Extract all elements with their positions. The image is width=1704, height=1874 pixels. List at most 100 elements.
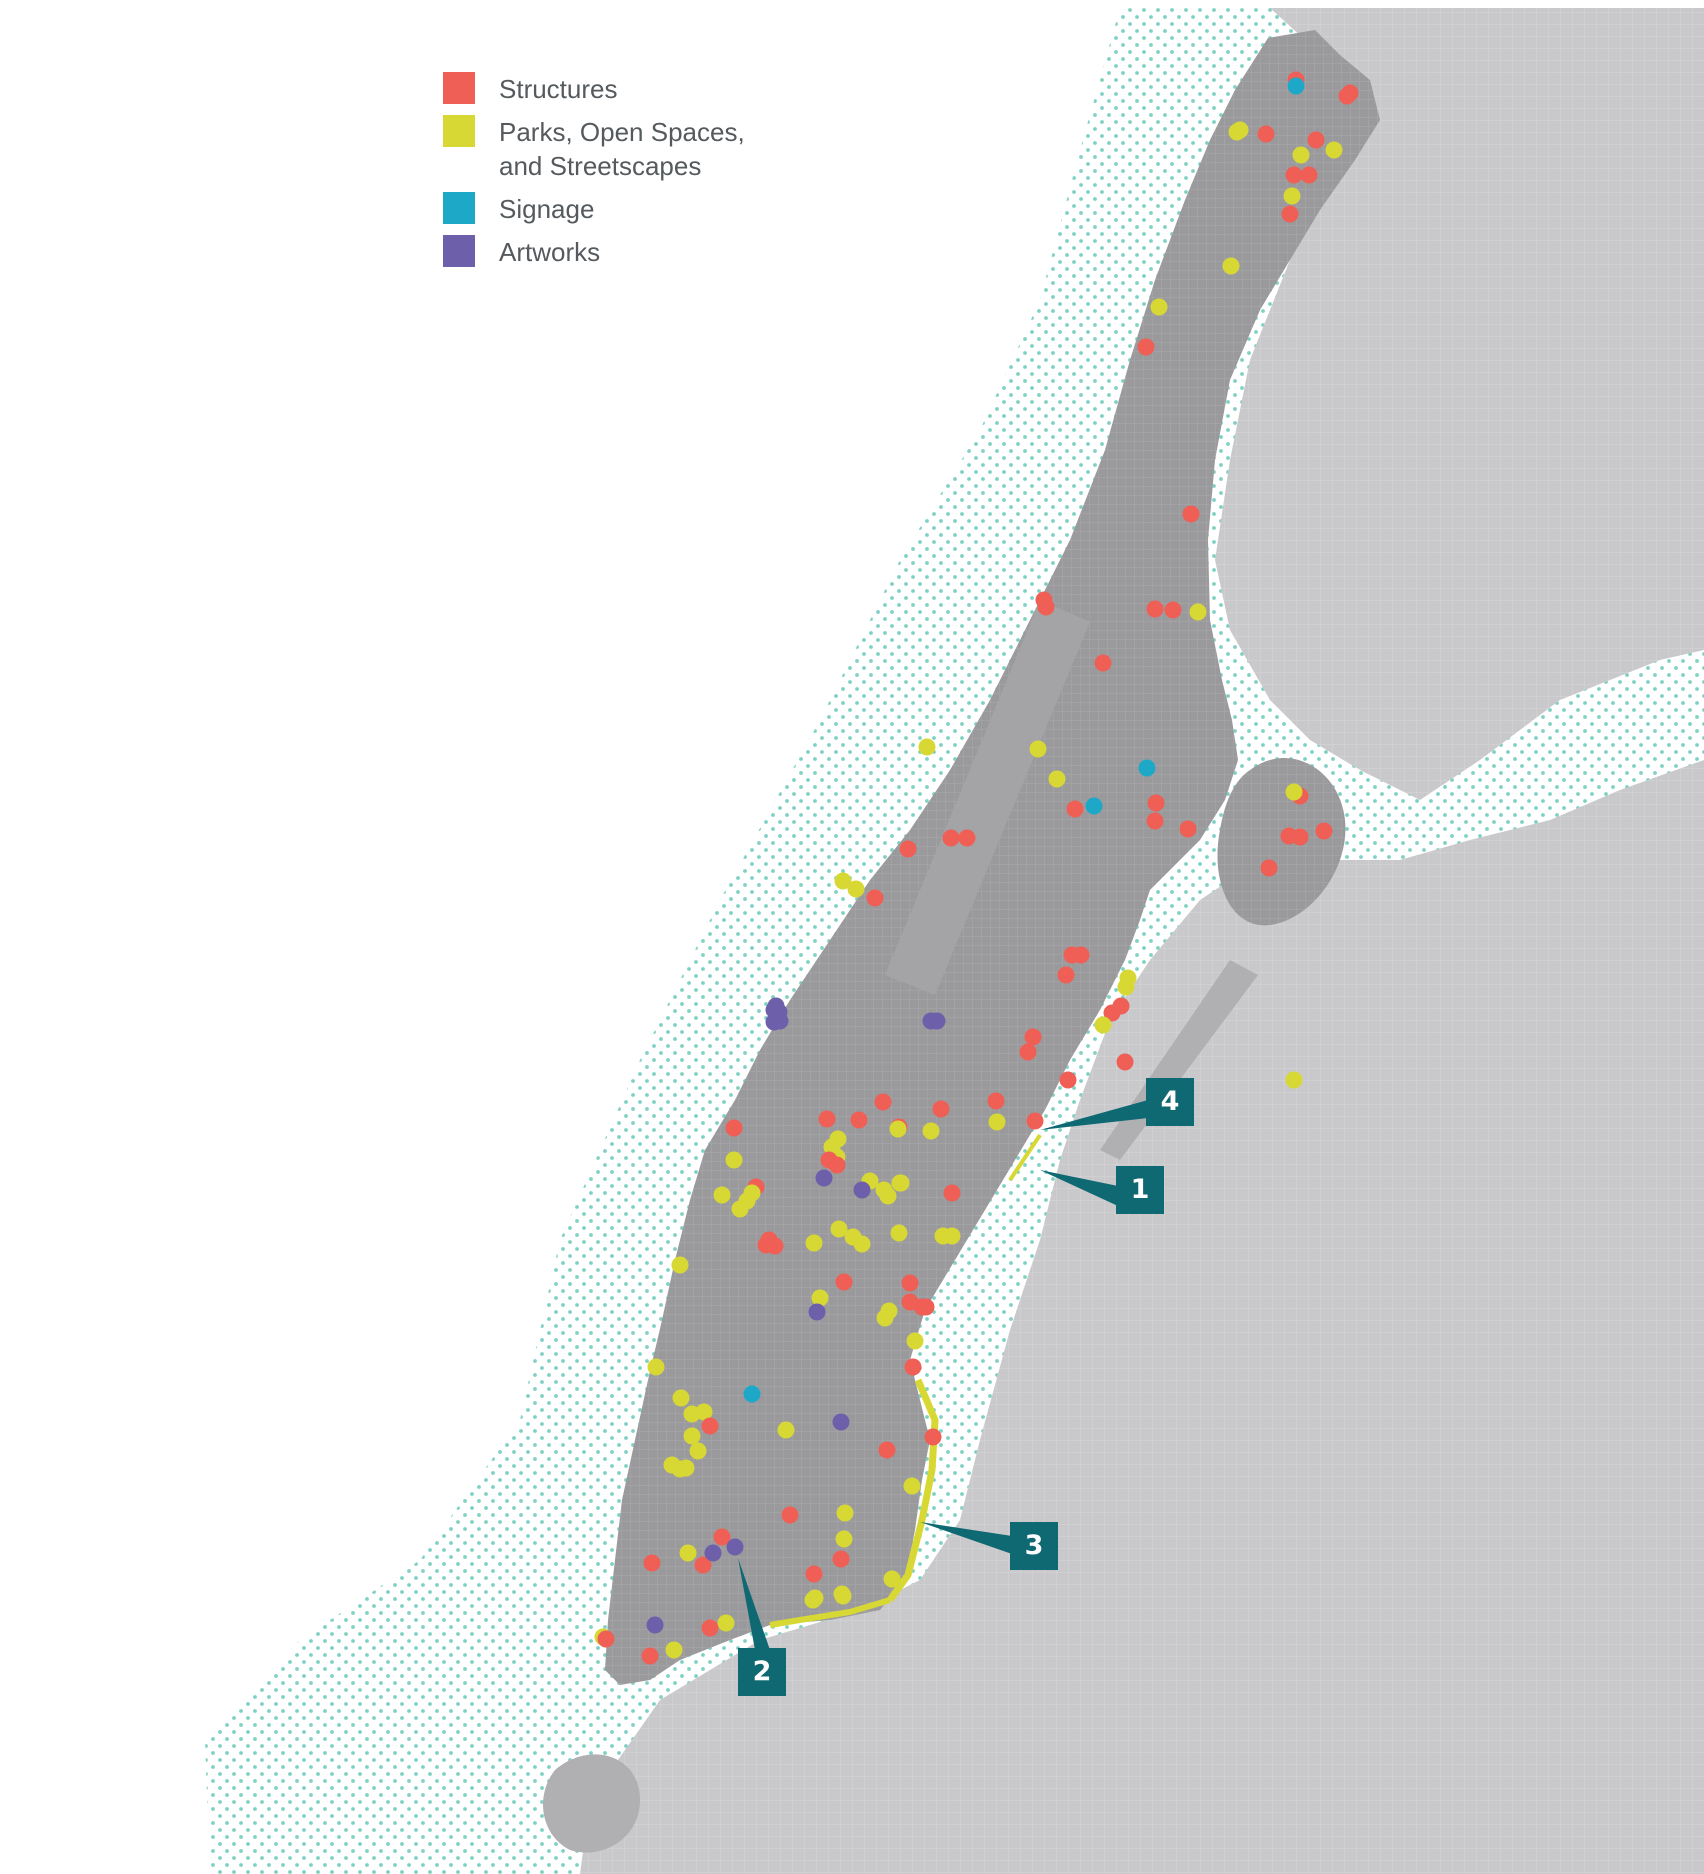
structure-marker [942, 829, 960, 847]
governors-island [543, 1754, 640, 1853]
structure-marker [1037, 598, 1055, 616]
legend-swatch-signage [443, 192, 475, 224]
structure-marker [878, 1441, 896, 1459]
structure-marker [725, 1119, 743, 1137]
structure-marker [1094, 654, 1112, 672]
park-marker [725, 1151, 743, 1169]
park-marker [804, 1591, 822, 1609]
artwork-marker [928, 1012, 946, 1030]
park-marker [1228, 123, 1246, 141]
park-marker [890, 1224, 908, 1242]
park-marker [671, 1256, 689, 1274]
structure-marker [899, 840, 917, 858]
park-marker [1029, 740, 1047, 758]
callout-1: 1 [1116, 1166, 1164, 1214]
structure-marker [866, 889, 884, 907]
park-marker [922, 1122, 940, 1140]
artwork-marker [832, 1413, 850, 1431]
structure-marker [1338, 87, 1356, 105]
park-marker [988, 1113, 1006, 1131]
park-marker [834, 1587, 852, 1605]
legend-label-parks: Parks, Open Spaces, and Streetscapes [499, 117, 745, 181]
structure-marker [1024, 1028, 1042, 1046]
structure-marker [1146, 812, 1164, 830]
artwork-marker [767, 997, 785, 1015]
park-marker [943, 1227, 961, 1245]
structure-marker [917, 1298, 935, 1316]
structure-marker [1300, 166, 1318, 184]
structure-marker [850, 1111, 868, 1129]
structure-marker [874, 1093, 892, 1111]
park-marker [830, 1220, 848, 1238]
park-marker [647, 1358, 665, 1376]
manhattan-island [605, 30, 1380, 1685]
park-marker [835, 1530, 853, 1548]
callout-3-leader [920, 1522, 1012, 1554]
structure-marker [1072, 946, 1090, 964]
park-marker [672, 1389, 690, 1407]
signage-marker [1287, 77, 1305, 95]
legend-item-structures: Structures [443, 72, 745, 106]
park-marker [1094, 1016, 1112, 1034]
park-marker [1285, 1071, 1303, 1089]
structure-marker [701, 1417, 719, 1435]
park-marker [1283, 187, 1301, 205]
callout-3: 3 [1010, 1522, 1058, 1570]
structure-marker [904, 1358, 922, 1376]
structure-marker [1103, 1004, 1121, 1022]
legend-item-parks: Parks, Open Spaces, and Streetscapes [443, 115, 745, 183]
park-marker [1189, 603, 1207, 621]
legend-label-signage: Signage [499, 194, 595, 224]
highlight-1 [1008, 1133, 1042, 1182]
structure-marker [805, 1565, 823, 1583]
signage-marker [743, 1385, 761, 1403]
park-marker [811, 1289, 829, 1307]
artwork-marker [726, 1538, 744, 1556]
structure-marker [643, 1554, 661, 1572]
park-marker [847, 880, 865, 898]
structure-marker [781, 1506, 799, 1524]
structure-marker [932, 1100, 950, 1118]
artwork-marker [704, 1544, 722, 1562]
structure-marker [766, 1237, 784, 1255]
structure-marker [943, 1184, 961, 1202]
structure-marker [832, 1550, 850, 1568]
structure-marker [1059, 1071, 1077, 1089]
structure-marker [641, 1647, 659, 1665]
legend-swatch-structures [443, 72, 475, 104]
structure-marker [987, 1092, 1005, 1110]
artwork-marker [765, 1013, 783, 1031]
callout-4-leader [1040, 1100, 1148, 1130]
park-marker [805, 1234, 823, 1252]
structure-marker [1291, 828, 1309, 846]
structure-marker [1147, 794, 1165, 812]
legend: Structures Parks, Open Spaces, and Stree… [443, 72, 745, 278]
queens-brooklyn-land [580, 760, 1704, 1874]
callout-2-leader [738, 1558, 770, 1650]
park-marker [665, 1641, 683, 1659]
park-marker [889, 1120, 907, 1138]
structure-marker [1285, 166, 1303, 184]
structure-marker [1182, 505, 1200, 523]
signage-marker [1138, 759, 1156, 777]
park-marker [836, 1504, 854, 1522]
structure-marker [1057, 966, 1075, 984]
structure-marker [701, 1619, 719, 1637]
structure-marker [818, 1110, 836, 1128]
park-marker [1150, 298, 1168, 316]
structure-marker [1307, 131, 1325, 149]
park-marker [1048, 770, 1066, 788]
park-marker [777, 1421, 795, 1439]
park-marker [679, 1544, 697, 1562]
park-marker [689, 1442, 707, 1460]
park-marker [1117, 978, 1135, 996]
structure-marker [1257, 125, 1275, 143]
bronx-land [1215, 8, 1704, 800]
callout-1-leader [1040, 1170, 1118, 1206]
park-marker [918, 738, 936, 756]
park-marker [903, 1477, 921, 1495]
signage-marker [1085, 797, 1103, 815]
highlight-3 [887, 1378, 939, 1603]
callout-4: 4 [1146, 1078, 1194, 1126]
